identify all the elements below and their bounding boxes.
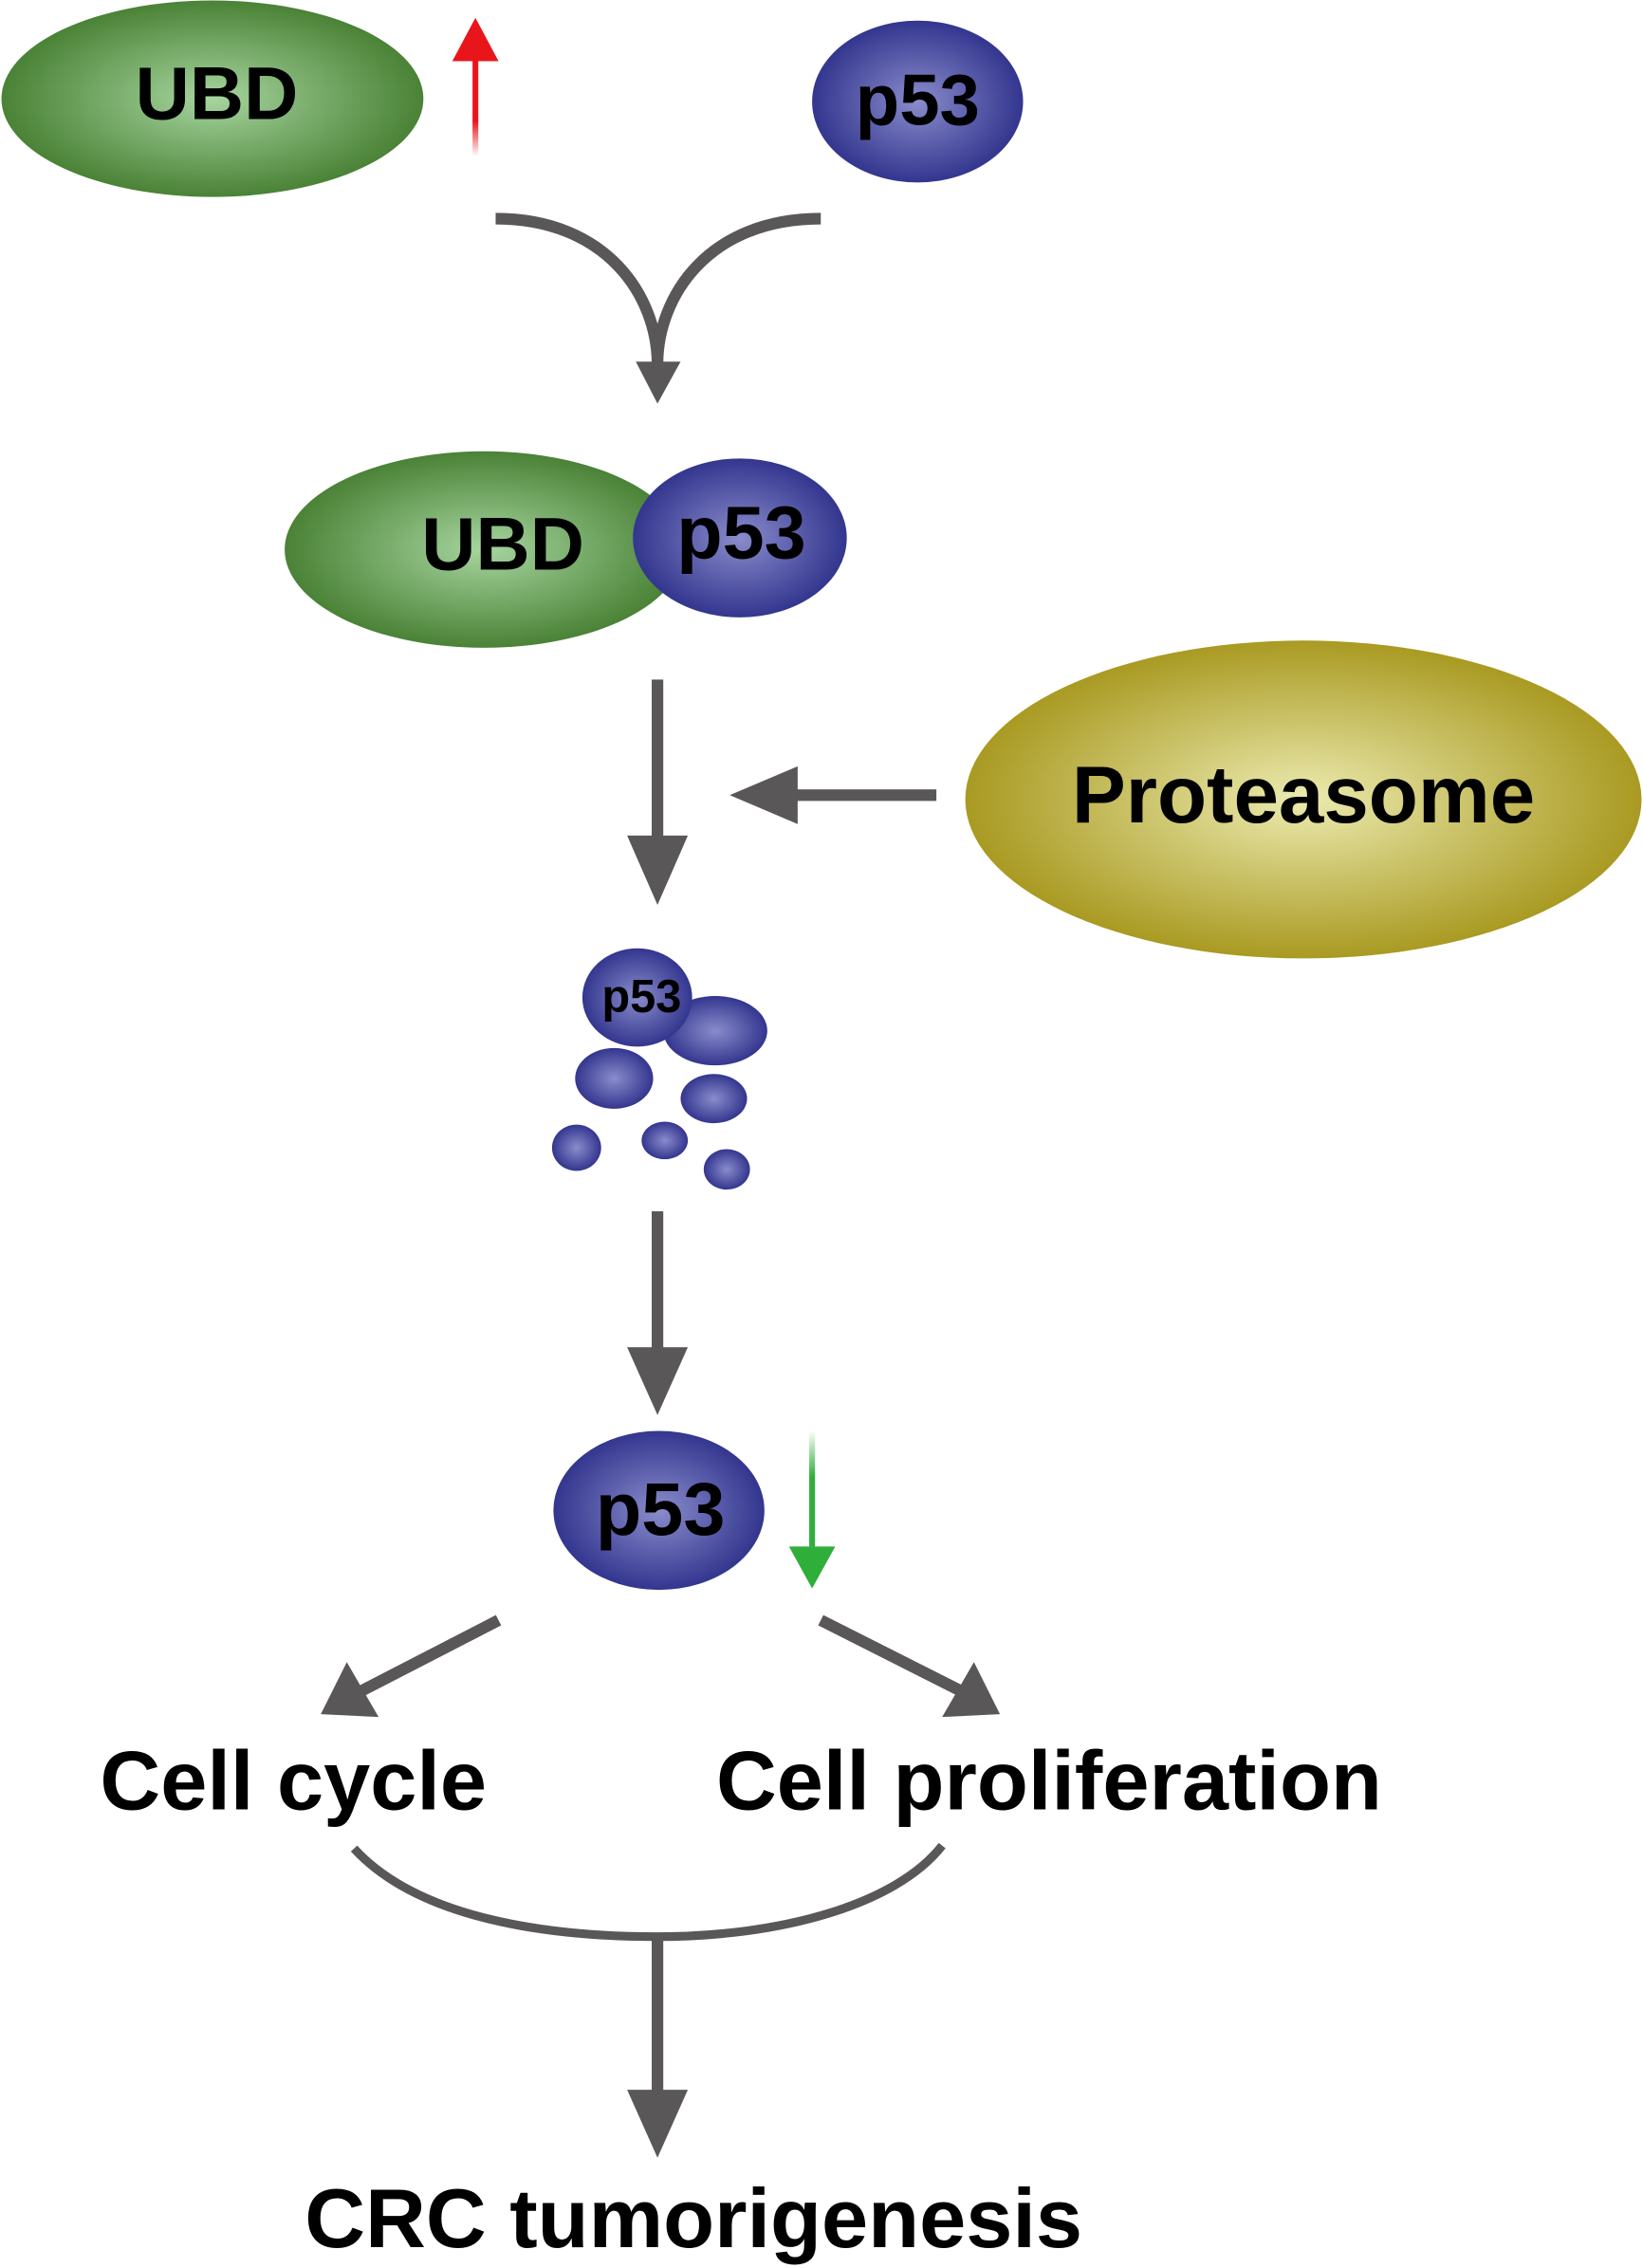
binding-arrowhead [636, 361, 681, 404]
degraded-p53-fragments: p53 [551, 948, 767, 1190]
crc-tumorigenesis-label: CRC tumorigenesis [305, 2171, 1082, 2265]
ubd-node: UBD [1, 0, 424, 197]
complex-p53-label: p53 [676, 489, 805, 574]
outcome-arrow [627, 1936, 689, 2158]
cell-proliferation-label: Cell proliferation [716, 1734, 1382, 1828]
convergence-bracket [350, 1842, 946, 1942]
p53-node: p53 [812, 20, 1024, 183]
upregulation-arrow-icon [452, 17, 499, 157]
proteasome-arrow [729, 765, 937, 824]
downregulation-arrow-icon [788, 1430, 836, 1589]
binding-arrow [495, 212, 822, 365]
cell-cycle-label: Cell cycle [100, 1734, 487, 1828]
fragment-p53-label: p53 [601, 971, 681, 1023]
proteasome-label: Proteasome [1072, 750, 1535, 840]
cell-cycle-arrow [321, 1614, 502, 1718]
p53-label: p53 [856, 60, 980, 140]
proteasome-node: Proteasome [965, 640, 1642, 959]
complex-ubd-label: UBD [421, 502, 584, 586]
degradation-arrow [627, 679, 689, 906]
cell-proliferation-arrow [818, 1614, 1001, 1718]
p53-reduced-label: p53 [596, 1466, 725, 1551]
ubd-p53-complex: UBD p53 [285, 451, 847, 648]
ubd-label: UBD [136, 50, 299, 135]
p53-reduced-node: p53 [553, 1430, 765, 1591]
reduction-arrow [627, 1210, 689, 1415]
